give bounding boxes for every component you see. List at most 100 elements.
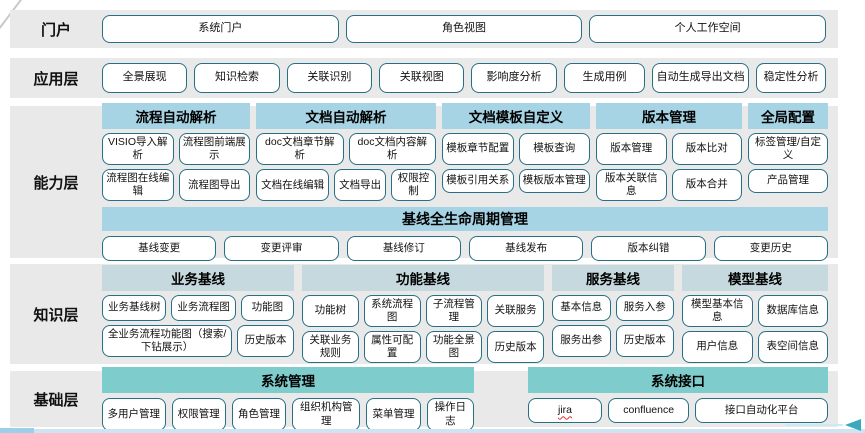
app-button[interactable]: 自动生成导出文档 xyxy=(652,63,750,93)
capability-button[interactable]: 模板查询 xyxy=(518,132,590,165)
foundation-button[interactable]: 权限管理 xyxy=(171,398,226,431)
layer-label-capability: 能力层 xyxy=(33,174,79,192)
capability-button[interactable]: 文档导出 xyxy=(334,169,386,202)
capability-button[interactable]: 权限控制 xyxy=(390,169,436,202)
knowledge-button[interactable]: 属性可配置 xyxy=(363,331,421,364)
baseline-button[interactable]: 变更评审 xyxy=(224,236,339,262)
layer-label-application: 应用层 xyxy=(33,70,79,88)
knowledge-button[interactable]: 业务基线树 xyxy=(102,294,167,321)
capability-button[interactable]: 版本管理 xyxy=(596,132,667,165)
capability-button[interactable]: VISIO导入解析 xyxy=(102,132,174,165)
app-button[interactable]: 关联识别 xyxy=(286,63,373,93)
app-button[interactable]: 稳定性分析 xyxy=(756,63,826,93)
knowledge-button[interactable]: 系统流程图 xyxy=(363,294,421,327)
left-arrow-icon xyxy=(845,419,861,431)
knowledge-button[interactable]: 功能全景图 xyxy=(425,331,483,364)
group-global-config: 全局配置 标签管理/自定义 产品管理 xyxy=(748,102,828,202)
app-button[interactable]: 影响度分析 xyxy=(471,63,557,93)
baseline-button[interactable]: 版本纠错 xyxy=(591,236,706,262)
group-business-baseline: 业务基线 业务基线树 业务流程图 功能图 全业务流程功能图（搜索/下钻展示） 历… xyxy=(102,264,294,364)
group-header: 系统接口 xyxy=(528,367,828,394)
group-header: 文档模板自定义 xyxy=(442,102,590,129)
knowledge-button[interactable]: 数据库信息 xyxy=(757,294,828,327)
knowledge-button[interactable]: 业务流程图 xyxy=(171,294,236,321)
capability-button[interactable]: 模板引用关系 xyxy=(442,168,514,193)
group-header: 系统管理 xyxy=(102,367,474,394)
foundation-button-jira[interactable]: jira xyxy=(528,398,602,424)
knowledge-button[interactable]: 功能树 xyxy=(302,294,359,327)
group-header: 全局配置 xyxy=(748,102,828,129)
foundation-button[interactable]: 菜单管理 xyxy=(366,398,421,431)
portal-button-system[interactable]: 系统门户 xyxy=(102,15,339,43)
group-function-baseline: 功能基线 功能树 系统流程图 子流程管理 关联服务 关联业务规则 属性可配置 功… xyxy=(302,264,544,364)
capability-button[interactable]: 版本合并 xyxy=(671,168,742,201)
capability-button[interactable]: 文档在线编辑 xyxy=(256,169,330,202)
knowledge-button[interactable]: 历史版本 xyxy=(615,324,674,357)
application-buttons: 全景展现 知识检索 关联识别 关联视图 影响度分析 生成用例 自动生成导出文档 … xyxy=(102,63,838,93)
capability-groups: 流程自动解析 VISIO导入解析 流程图前端展示 流程图在线编辑 流程图导出 文… xyxy=(102,102,828,202)
knowledge-button[interactable]: 用户信息 xyxy=(682,331,753,363)
layer-band-foundation: 基础层 系统管理 多用户管理 权限管理 角色管理 组织机构管理 菜单管理 操作日… xyxy=(10,367,838,431)
group-header: 版本管理 xyxy=(596,102,742,129)
layer-band-knowledge: 知识层 业务基线 业务基线树 业务流程图 功能图 全业务流程功能图（搜索/下钻展… xyxy=(10,264,838,364)
capability-button[interactable]: 流程图导出 xyxy=(178,169,250,202)
knowledge-button[interactable]: 子流程管理 xyxy=(425,294,483,327)
app-button[interactable]: 生成用例 xyxy=(563,63,646,93)
capability-button[interactable]: 流程图在线编辑 xyxy=(102,169,174,202)
foundation-button[interactable]: 多用户管理 xyxy=(102,398,166,431)
capability-button[interactable]: doc文档章节解析 xyxy=(256,132,344,165)
baseline-button[interactable]: 基线修订 xyxy=(346,236,461,262)
knowledge-button[interactable]: 服务入参 xyxy=(615,294,674,321)
baseline-button[interactable]: 基线发布 xyxy=(468,236,584,262)
foundation-button[interactable]: 操作日志 xyxy=(426,398,474,431)
capability-button[interactable]: 标签管理/自定义 xyxy=(748,132,828,165)
layer-label-portal: 门户 xyxy=(40,21,71,39)
capability-button[interactable]: 版本比对 xyxy=(671,132,742,165)
app-button[interactable]: 关联视图 xyxy=(379,63,465,93)
bottom-accent-line xyxy=(0,429,865,433)
portal-buttons: 系统门户 角色视图 个人工作空间 xyxy=(102,15,838,43)
baseline-buttons: 基线变更 变更评审 基线修订 基线发布 版本纠错 变更历史 xyxy=(102,236,828,262)
capability-button[interactable]: 流程图前端展示 xyxy=(178,132,250,165)
group-process-parsing: 流程自动解析 VISIO导入解析 流程图前端展示 流程图在线编辑 流程图导出 xyxy=(102,102,250,202)
knowledge-groups: 业务基线 业务基线树 业务流程图 功能图 全业务流程功能图（搜索/下钻展示） 历… xyxy=(102,264,828,364)
foundation-button-confluence[interactable]: confluence xyxy=(608,398,690,424)
group-system-interface: 系统接口 jira confluence 接口自动化平台 xyxy=(528,367,828,430)
baseline-lifecycle-header: 基线全生命周期管理 xyxy=(102,207,828,232)
capability-button[interactable]: 版本关联信息 xyxy=(596,168,667,201)
capability-button[interactable]: 模板章节配置 xyxy=(442,132,514,165)
capability-button[interactable]: doc文档内容解析 xyxy=(348,132,436,165)
knowledge-button[interactable]: 关联服务 xyxy=(487,294,544,327)
knowledge-button[interactable]: 全业务流程功能图（搜索/下钻展示） xyxy=(102,324,233,357)
group-header: 模型基线 xyxy=(682,264,828,291)
knowledge-button[interactable]: 历史版本 xyxy=(487,331,544,364)
capability-button[interactable]: 产品管理 xyxy=(748,169,828,193)
arrow-line xyxy=(785,424,843,426)
app-button[interactable]: 知识检索 xyxy=(194,63,280,93)
baseline-button[interactable]: 基线变更 xyxy=(102,236,217,262)
knowledge-button[interactable]: 基本信息 xyxy=(552,294,611,321)
portal-button-role-view[interactable]: 角色视图 xyxy=(345,15,583,43)
layer-label-foundation: 基础层 xyxy=(33,391,79,409)
knowledge-button[interactable]: 模型基本信息 xyxy=(682,294,753,327)
group-version-mgmt: 版本管理 版本管理 版本比对 版本关联信息 版本合并 xyxy=(596,102,742,202)
capability-button[interactable]: 模板版本管理 xyxy=(518,168,590,193)
foundation-button[interactable]: 角色管理 xyxy=(231,398,287,431)
group-system-mgmt: 系统管理 多用户管理 权限管理 角色管理 组织机构管理 菜单管理 操作日志 xyxy=(102,367,474,431)
portal-button-workspace[interactable]: 个人工作空间 xyxy=(589,15,827,43)
knowledge-button[interactable]: 关联业务规则 xyxy=(302,331,359,364)
app-button[interactable]: 全景展现 xyxy=(102,63,188,93)
baseline-button[interactable]: 变更历史 xyxy=(713,236,828,262)
knowledge-button[interactable]: 历史版本 xyxy=(237,324,294,357)
knowledge-button[interactable]: 表空间信息 xyxy=(757,331,828,363)
knowledge-button[interactable]: 服务出参 xyxy=(552,324,611,357)
knowledge-button[interactable]: 功能图 xyxy=(240,294,294,321)
group-header: 业务基线 xyxy=(102,264,294,291)
foundation-button-interface-platform[interactable]: 接口自动化平台 xyxy=(695,398,828,424)
group-template-custom: 文档模板自定义 模板章节配置 模板查询 模板引用关系 模板版本管理 xyxy=(442,102,590,202)
group-doc-parsing: 文档自动解析 doc文档章节解析 doc文档内容解析 文档在线编辑 文档导出 权… xyxy=(256,102,436,202)
foundation-button[interactable]: 组织机构管理 xyxy=(292,398,361,431)
group-header: 服务基线 xyxy=(552,264,674,291)
group-service-baseline: 服务基线 基本信息 服务入参 服务出参 历史版本 xyxy=(552,264,674,364)
